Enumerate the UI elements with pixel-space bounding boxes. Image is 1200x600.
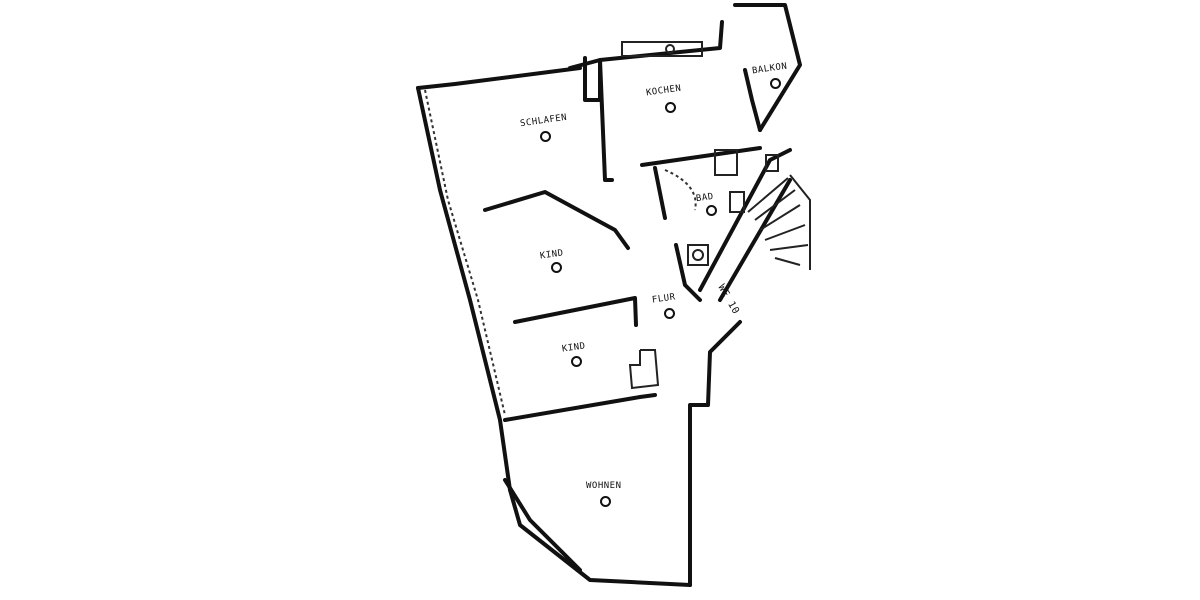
room-marker-icon bbox=[540, 131, 551, 142]
room-marker-icon bbox=[600, 496, 611, 507]
staircase bbox=[747, 174, 811, 270]
interior-walls bbox=[483, 58, 792, 422]
room-label-wohnen: WOHNEN bbox=[586, 481, 622, 491]
outer-walls bbox=[416, 3, 802, 587]
room-marker-icon bbox=[551, 262, 562, 273]
room-marker-icon bbox=[665, 102, 676, 113]
room-marker-icon bbox=[770, 78, 781, 89]
room-marker-icon bbox=[571, 356, 582, 367]
room-marker-icon bbox=[706, 205, 717, 216]
kitchen-counter bbox=[621, 41, 703, 57]
room-marker-icon bbox=[664, 308, 675, 319]
